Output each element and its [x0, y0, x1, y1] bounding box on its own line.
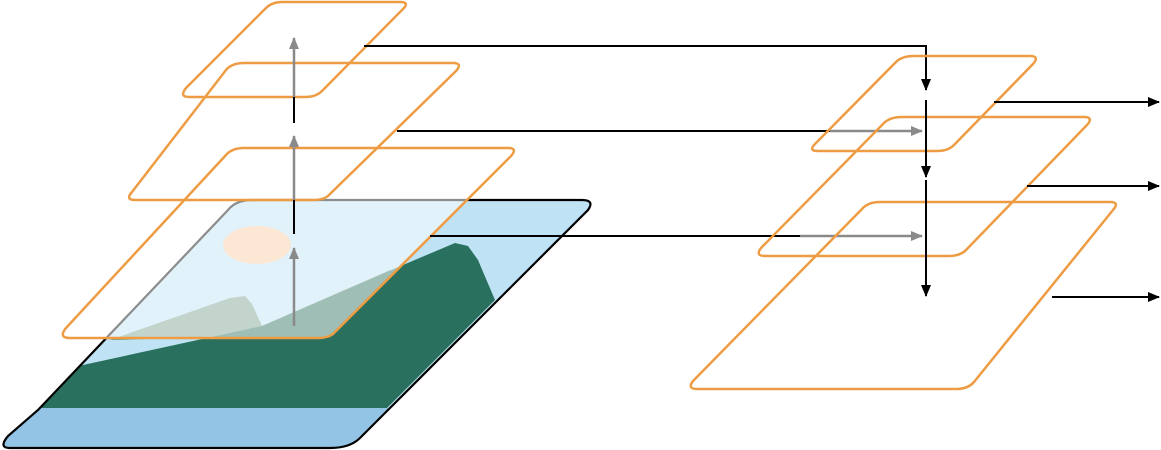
feature-map-p3 — [757, 115, 1092, 258]
feature-map-c4 — [181, 0, 408, 99]
image-water — [3, 408, 591, 448]
output-predictions — [994, 97, 1160, 302]
lateral-connection-top — [364, 45, 931, 91]
feature-map-c3 — [127, 61, 461, 202]
lateral-connections — [364, 45, 931, 241]
top-down-pyramid — [689, 54, 1118, 391]
feature-map-p2 — [689, 200, 1118, 391]
feature-map-p4 — [810, 54, 1038, 153]
bottom-up-pyramid — [61, 0, 516, 340]
feature-map-c2 — [61, 146, 516, 340]
